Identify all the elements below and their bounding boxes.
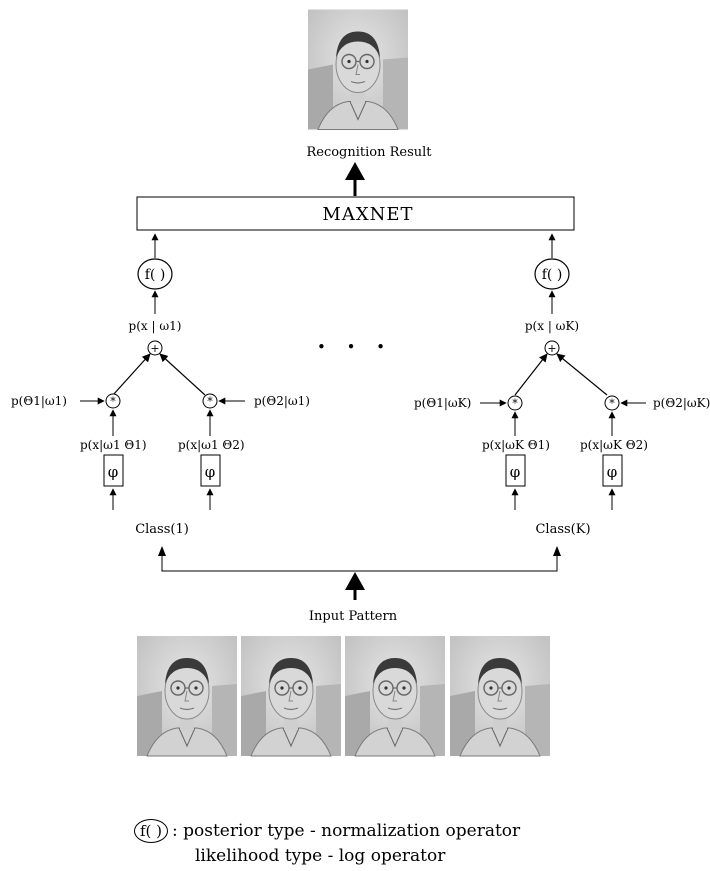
input-face-3 [345, 635, 445, 757]
phi-box-1-left [103, 454, 124, 487]
arrow-prod2-to-sum-left [159, 353, 206, 396]
legend-f-symbol: f( ) [134, 819, 168, 843]
sum-symbol-left: + [150, 342, 159, 355]
f-operator-label-right: f( ) [542, 267, 563, 283]
input-face-2 [241, 635, 341, 757]
input-distribution-bus [158, 546, 561, 600]
right-branch: f( ) p(x | ωK) + * * p(Θ1|ωK) p(Θ2|ωK) p… [414, 233, 710, 537]
phi-box-2-left [200, 454, 221, 487]
product-node-2-right [604, 395, 620, 411]
f-operator-node-left [137, 258, 173, 290]
sum-output-label-right: p(x | ωK) [525, 319, 579, 333]
legend-line-2: likelihood type - log operator [195, 846, 446, 866]
phi-symbol-1-left: φ [108, 463, 119, 481]
phi-symbol-2-right: φ [607, 463, 618, 481]
arrow-prod1-to-sum-left [112, 353, 151, 396]
product-symbol-1-right: * [512, 397, 518, 410]
likelihood-label-1-left: p(x|ω1 Θ1) [80, 438, 147, 452]
class-label-right: Class(K) [535, 522, 590, 537]
result-arrow [345, 162, 365, 196]
product-node-2-left [202, 393, 218, 409]
recognition-result-photo [308, 8, 408, 131]
phi-box-1-right [505, 454, 526, 487]
recognition-result-label: Recognition Result [306, 145, 432, 160]
likelihood-label-1-right: p(x|ωK Θ1) [482, 438, 550, 452]
arrow-prod1-to-sum-right [514, 353, 548, 396]
ellipsis: • • • [317, 338, 393, 356]
left-branch: f( ) p(x | ω1) + * * p(Θ1|ω1) p(Θ2|ω1) p… [11, 233, 310, 537]
phi-symbol-1-right: φ [510, 463, 521, 481]
phi-symbol-2-left: φ [205, 463, 216, 481]
class-label-left: Class(1) [135, 522, 189, 537]
phi-box-2-right [602, 454, 623, 487]
sum-symbol-right: + [547, 342, 556, 355]
prior-label-1-left: p(Θ1|ω1) [11, 394, 67, 408]
sum-output-label-left: p(x | ω1) [129, 319, 182, 333]
prior-label-2-left: p(Θ2|ω1) [254, 394, 310, 408]
maxnet-label: MAXNET [322, 204, 413, 225]
sum-node-right [544, 340, 560, 356]
input-face-1 [137, 635, 237, 757]
input-pattern-label: Input Pattern [309, 609, 398, 624]
arrow-prod2-to-sum-right [556, 353, 608, 396]
likelihood-label-2-left: p(x|ω1 Θ2) [178, 438, 245, 452]
product-symbol-1-left: * [110, 395, 116, 408]
f-operator-label-left: f( ) [145, 267, 166, 283]
product-symbol-2-right: * [609, 397, 615, 410]
f-operator-node-right [534, 258, 570, 290]
likelihood-label-2-right: p(x|ωK Θ2) [580, 438, 648, 452]
maxnet-box [136, 196, 575, 231]
sum-node-left [147, 340, 163, 356]
product-node-1-left [105, 393, 121, 409]
input-face-4 [450, 635, 550, 757]
input-face-photos [137, 635, 550, 757]
product-symbol-2-left: * [207, 395, 213, 408]
legend: f( ) : posterior type - normalization op… [134, 818, 694, 868]
legend-line-1: : posterior type - normalization operato… [172, 821, 521, 841]
product-node-1-right [507, 395, 523, 411]
prior-label-1-right: p(Θ1|ωK) [414, 396, 471, 410]
prior-label-2-right: p(Θ2|ωK) [653, 396, 710, 410]
